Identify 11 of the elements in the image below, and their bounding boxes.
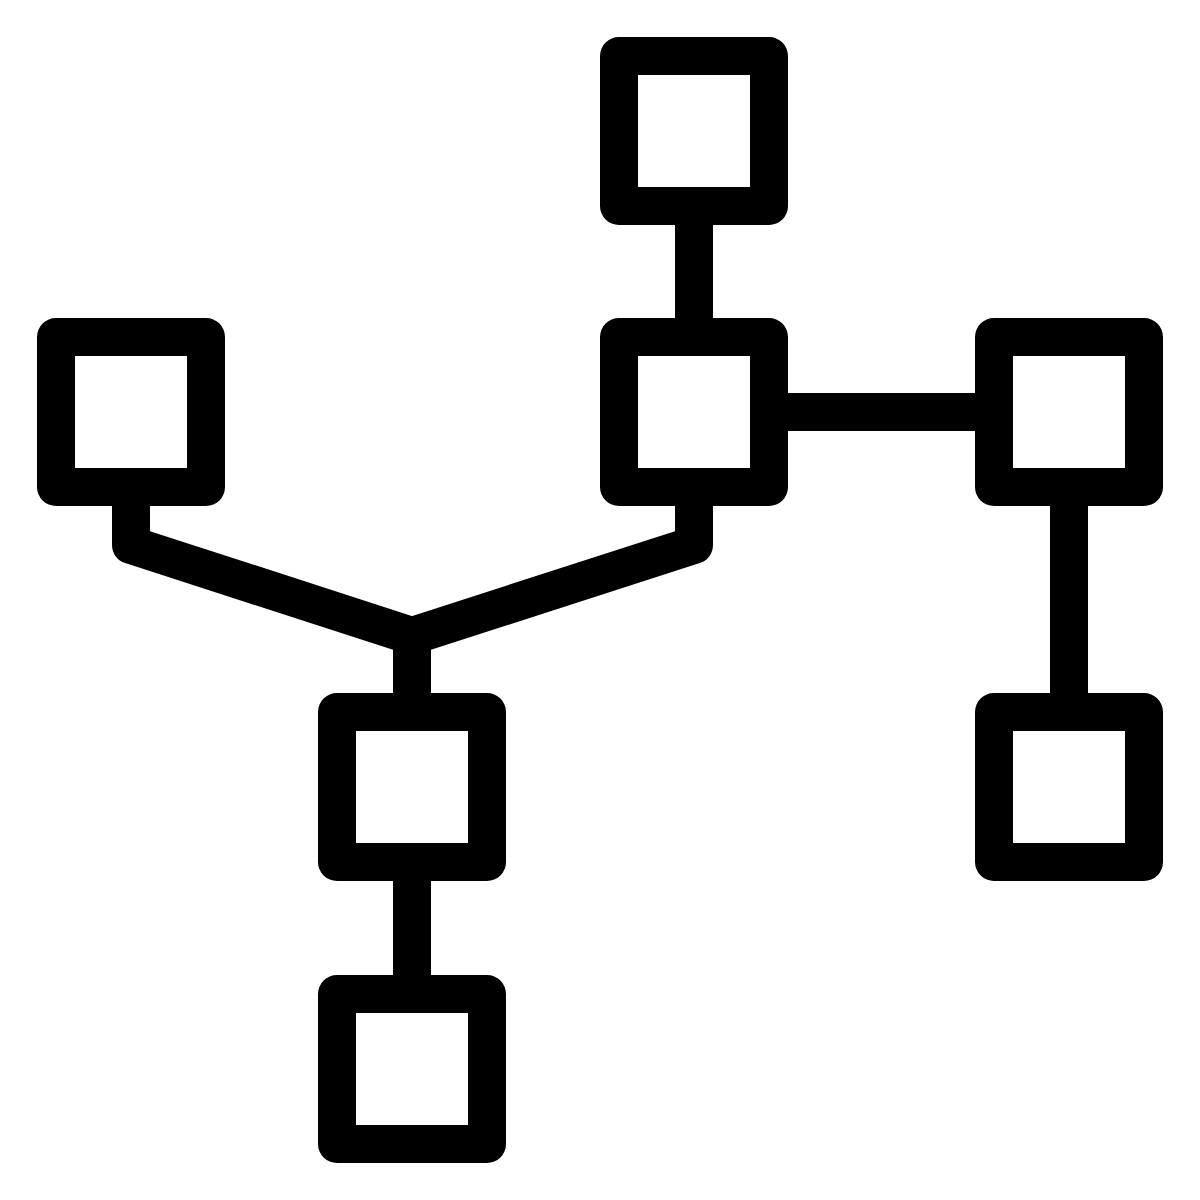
connector-line	[675, 225, 713, 318]
node-square	[975, 318, 1163, 506]
connector-line	[393, 881, 431, 975]
node-square	[318, 693, 506, 881]
node-square	[600, 37, 788, 225]
node-square	[600, 318, 788, 506]
node-square	[318, 975, 506, 1163]
node-square	[975, 693, 1163, 881]
node-square	[37, 318, 225, 506]
connector-line	[1050, 506, 1088, 693]
connector-line	[788, 393, 975, 431]
